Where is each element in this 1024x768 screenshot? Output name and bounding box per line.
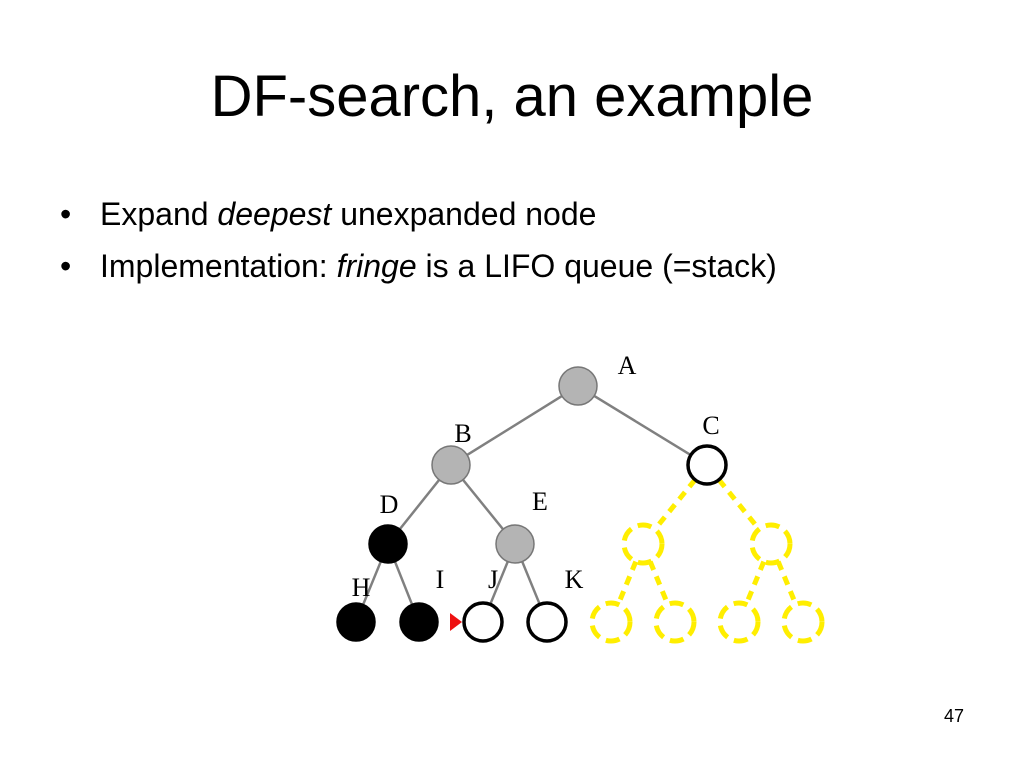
tree-edge-b-d xyxy=(398,479,441,530)
bullet-dot: • xyxy=(60,196,72,232)
tree-node-c22 xyxy=(781,600,825,644)
bullet-text: is a LIFO queue (=stack) xyxy=(416,248,777,284)
tree-edge-c1-c12 xyxy=(647,560,671,606)
tree-node-c12 xyxy=(653,600,697,644)
tree-node-c11 xyxy=(589,600,633,644)
slide-title: DF-search, an example xyxy=(210,64,814,129)
page-number: 47 xyxy=(943,706,964,726)
tree-node-i xyxy=(399,602,439,642)
tree-edge-c-c1 xyxy=(653,478,697,531)
tree-node-c2 xyxy=(749,522,793,566)
tree-node-label-i: I xyxy=(436,565,445,594)
tree-edge-e-k xyxy=(521,561,541,605)
bullet-item: • Expand deepest unexpanded node xyxy=(60,188,777,240)
bullet-text: Implementation: xyxy=(100,248,337,284)
tree-edge-d-i xyxy=(393,561,414,605)
bullet-dot: • xyxy=(60,248,72,284)
tree-edge-c1-c11 xyxy=(615,560,639,606)
tree-node-label-a: A xyxy=(618,351,637,380)
tree-node-k xyxy=(526,601,568,643)
tree-node-c21 xyxy=(717,600,761,644)
tree-node-d xyxy=(368,524,408,564)
tree-node-label-d: D xyxy=(380,490,399,519)
tree-edge-c-c2 xyxy=(717,478,761,531)
tree-edge-b-e xyxy=(461,478,505,531)
tree-edge-e-j xyxy=(489,561,509,605)
current-node-marker-icon xyxy=(450,613,462,631)
tree-node-label-c: C xyxy=(702,411,719,440)
bullet-list: • Expand deepest unexpanded node • Imple… xyxy=(60,188,777,292)
tree-node-label-k: K xyxy=(565,565,584,594)
tree-node-h xyxy=(336,602,376,642)
tree-edge-d-h xyxy=(362,561,382,605)
tree-node-c1 xyxy=(621,522,665,566)
tree-edge-a-b xyxy=(466,394,563,457)
tree-node-label-e: E xyxy=(532,487,548,516)
bullet-emphasis: fringe xyxy=(336,248,417,284)
tree-node-label-b: B xyxy=(454,419,471,448)
tree-node-label-j: J xyxy=(488,565,498,594)
tree-node-b xyxy=(431,445,471,485)
tree-node-j xyxy=(462,601,504,643)
bullet-emphasis: deepest xyxy=(217,196,332,232)
tree-node-label-h: H xyxy=(352,573,371,602)
bullet-text: Expand xyxy=(100,196,218,232)
tree-edge-c2-c22 xyxy=(775,560,799,606)
tree-node-c xyxy=(686,444,728,486)
bullet-text: unexpanded node xyxy=(331,196,597,232)
tree-node-a xyxy=(558,366,598,406)
tree-edge-c2-c21 xyxy=(743,560,767,606)
bullet-item: • Implementation: fringe is a LIFO queue… xyxy=(60,240,777,292)
tree-edge-a-c xyxy=(593,394,692,457)
tree-node-e xyxy=(495,524,535,564)
